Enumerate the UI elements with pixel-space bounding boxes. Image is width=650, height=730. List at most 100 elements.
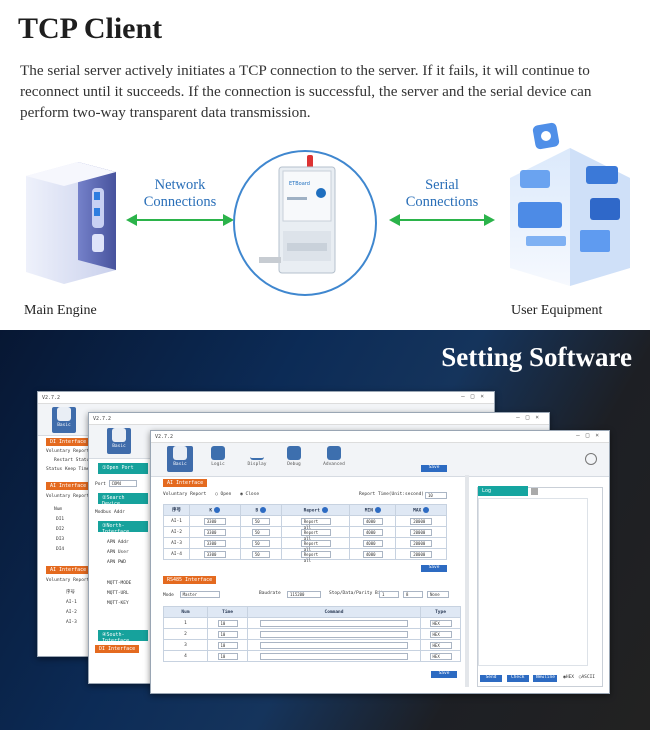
home-icon[interactable] [585, 453, 597, 465]
save-button[interactable]: Save [421, 565, 447, 572]
double-arrow-icon [126, 214, 234, 226]
nav-basic[interactable]: Basic [52, 407, 76, 433]
k-input[interactable]: 3300 [203, 539, 226, 547]
report-time-label: Report Time(Unit:second) [359, 492, 425, 497]
voluntary-report-label: Voluntary Report [46, 494, 90, 499]
column-header: Report [281, 504, 351, 516]
command-input[interactable] [260, 619, 408, 627]
max-input[interactable]: 20000 [410, 517, 433, 525]
mqtt-key-label: MQTT-KEY [107, 601, 129, 606]
max-input[interactable]: 20000 [410, 528, 433, 536]
type-select[interactable]: HEX [429, 630, 452, 638]
b-input[interactable]: 50 [251, 517, 270, 525]
column-header: MIN [349, 504, 397, 516]
hex-radio[interactable]: ◉HEX [563, 675, 575, 680]
table-row: AI-1 [66, 600, 77, 605]
north-interface-button[interactable]: ③North-Interface [98, 521, 148, 535]
max-input[interactable]: 20000 [410, 550, 433, 558]
nav-debug[interactable]: Debug [282, 446, 306, 472]
window-controls[interactable]: –□× [516, 414, 545, 421]
trash-icon[interactable] [531, 488, 538, 495]
close-radio[interactable]: ◉ Close [240, 492, 260, 497]
report-select[interactable]: Report all [300, 517, 331, 530]
help-icon[interactable] [260, 506, 267, 513]
newline-button[interactable]: Newline [533, 675, 558, 682]
min-input[interactable]: 4000 [362, 517, 383, 525]
window-controls[interactable]: –□× [576, 432, 605, 439]
b-input[interactable]: 50 [251, 539, 270, 547]
port-label: Port [95, 482, 106, 487]
help-icon[interactable] [374, 506, 381, 513]
max-input[interactable]: 20000 [410, 539, 433, 547]
nav-logic[interactable]: Logic [206, 446, 230, 472]
report-select[interactable]: Report all [300, 539, 331, 552]
network-connections-label: Network Connections [143, 177, 217, 210]
port-select[interactable]: COM4 [108, 480, 137, 487]
search-device-button[interactable]: ②Search Device [98, 493, 148, 507]
scrollbar[interactable] [465, 475, 469, 687]
min-input[interactable]: 4000 [362, 539, 383, 547]
save-button[interactable]: Save [431, 671, 457, 678]
k-input[interactable]: 3300 [203, 517, 226, 525]
b-input[interactable]: 50 [251, 528, 270, 536]
chart-icon [250, 446, 264, 460]
table-row: DI3 [56, 537, 65, 542]
column-header: Num [163, 606, 208, 618]
baudrate-select[interactable]: 115200 [287, 591, 321, 598]
k-input[interactable]: 3300 [203, 528, 226, 536]
nav-basic[interactable]: Basic [167, 446, 193, 472]
k-input[interactable]: 3300 [203, 550, 226, 558]
voluntary-report-label: Voluntary Report [163, 492, 207, 497]
type-select[interactable]: HEX [429, 641, 452, 649]
type-select[interactable]: HEX [429, 652, 452, 660]
time-input[interactable]: 10 [217, 641, 238, 649]
window-controls[interactable]: –□× [461, 393, 490, 400]
command-input[interactable] [260, 630, 408, 638]
help-icon[interactable] [214, 506, 221, 513]
send-button[interactable]: Send [480, 675, 502, 682]
time-input[interactable]: 10 [217, 619, 238, 627]
ai-interface-header: AI Interface [46, 482, 91, 490]
column-header: Type [420, 606, 461, 618]
mqtt-mode-label: MQTT-MODE [107, 581, 132, 586]
table-row: AI-3 [66, 620, 77, 625]
b-input[interactable]: 50 [251, 550, 270, 558]
help-icon[interactable] [321, 506, 328, 513]
ascii-radio[interactable]: ○ASCII [578, 675, 595, 680]
min-input[interactable]: 4000 [362, 528, 383, 536]
report-select[interactable]: Report all [300, 550, 331, 563]
nav-basic[interactable]: Basic [107, 428, 131, 454]
time-input[interactable]: 10 [217, 652, 238, 660]
apn-user-label: APN User [107, 550, 129, 555]
software-window-front[interactable]: V2.7.2–□× Basic Logic Display Debug Adva… [150, 430, 610, 694]
nav-advanced[interactable]: Advanced [319, 446, 349, 472]
stop-bit-select[interactable]: 1 [379, 591, 399, 598]
report-time-input[interactable]: 10 [425, 492, 447, 499]
nav-display[interactable]: Display [245, 446, 269, 472]
min-input[interactable]: 4000 [362, 550, 383, 558]
open-port-button[interactable]: ①Open Port [98, 463, 148, 474]
check-button[interactable]: Check [506, 675, 529, 682]
mode-select[interactable]: Master [179, 591, 220, 598]
save-button[interactable]: Save [421, 465, 447, 472]
help-icon[interactable] [423, 506, 430, 513]
parity-select[interactable]: None [427, 591, 449, 598]
time-input[interactable]: 10 [217, 630, 238, 638]
user-equipment-icon [510, 122, 630, 286]
south-interface-button[interactable]: ④South-Interface [98, 630, 148, 644]
command-input[interactable] [260, 652, 408, 660]
mqtt-url-label: MQTT-URL [107, 591, 129, 596]
report-select[interactable]: Report all [300, 528, 331, 541]
log-output[interactable] [478, 498, 588, 666]
window-version: V2.7.2 [42, 395, 61, 401]
data-bit-select[interactable]: 8 [403, 591, 423, 598]
column-header: 序号 [163, 504, 190, 516]
command-input[interactable] [260, 641, 408, 649]
open-radio[interactable]: ○ Open [215, 492, 232, 497]
double-arrow-icon [389, 214, 495, 226]
type-select[interactable]: HEX [429, 619, 452, 627]
